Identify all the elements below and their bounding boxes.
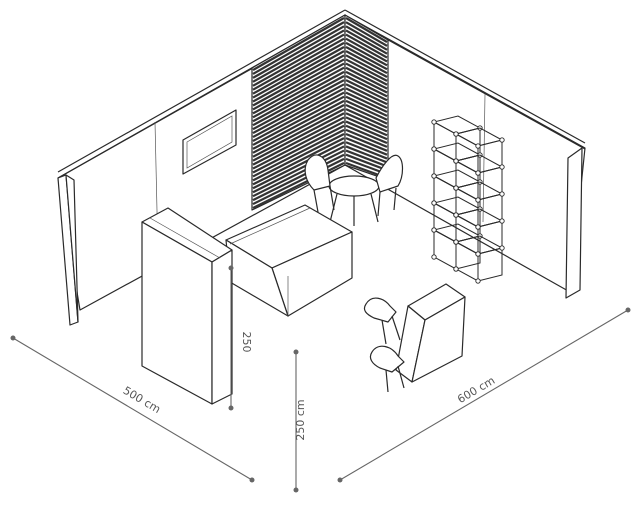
- storage-cabinet: [141, 207, 233, 405]
- width-dimension-line: [10, 335, 255, 483]
- height-dimension-line: [293, 349, 299, 493]
- height-dimension-label: 250 cm: [294, 399, 307, 440]
- panel-height-dimension-label: 250: [240, 332, 253, 353]
- bar-stool-lower: [369, 345, 405, 393]
- depth-dimension-label: 600 cm: [455, 374, 497, 406]
- slatted-corner-panel: [251, 14, 389, 211]
- reception-counter: [225, 204, 353, 317]
- wall-picture-frame: [182, 109, 237, 175]
- bar-stool-upper: [363, 297, 401, 345]
- round-table: [328, 175, 380, 226]
- right-end-panel: [565, 147, 583, 299]
- left-end-panel: [57, 174, 79, 326]
- bar-counter: [395, 283, 466, 383]
- left-chair: [304, 154, 335, 213]
- right-chair: [375, 154, 404, 217]
- depth-dimension-line: [337, 307, 631, 483]
- panel-height-dimension-line: [228, 265, 234, 411]
- width-dimension-label: 500 cm: [121, 384, 163, 416]
- cube-shelf-unit: [431, 115, 505, 284]
